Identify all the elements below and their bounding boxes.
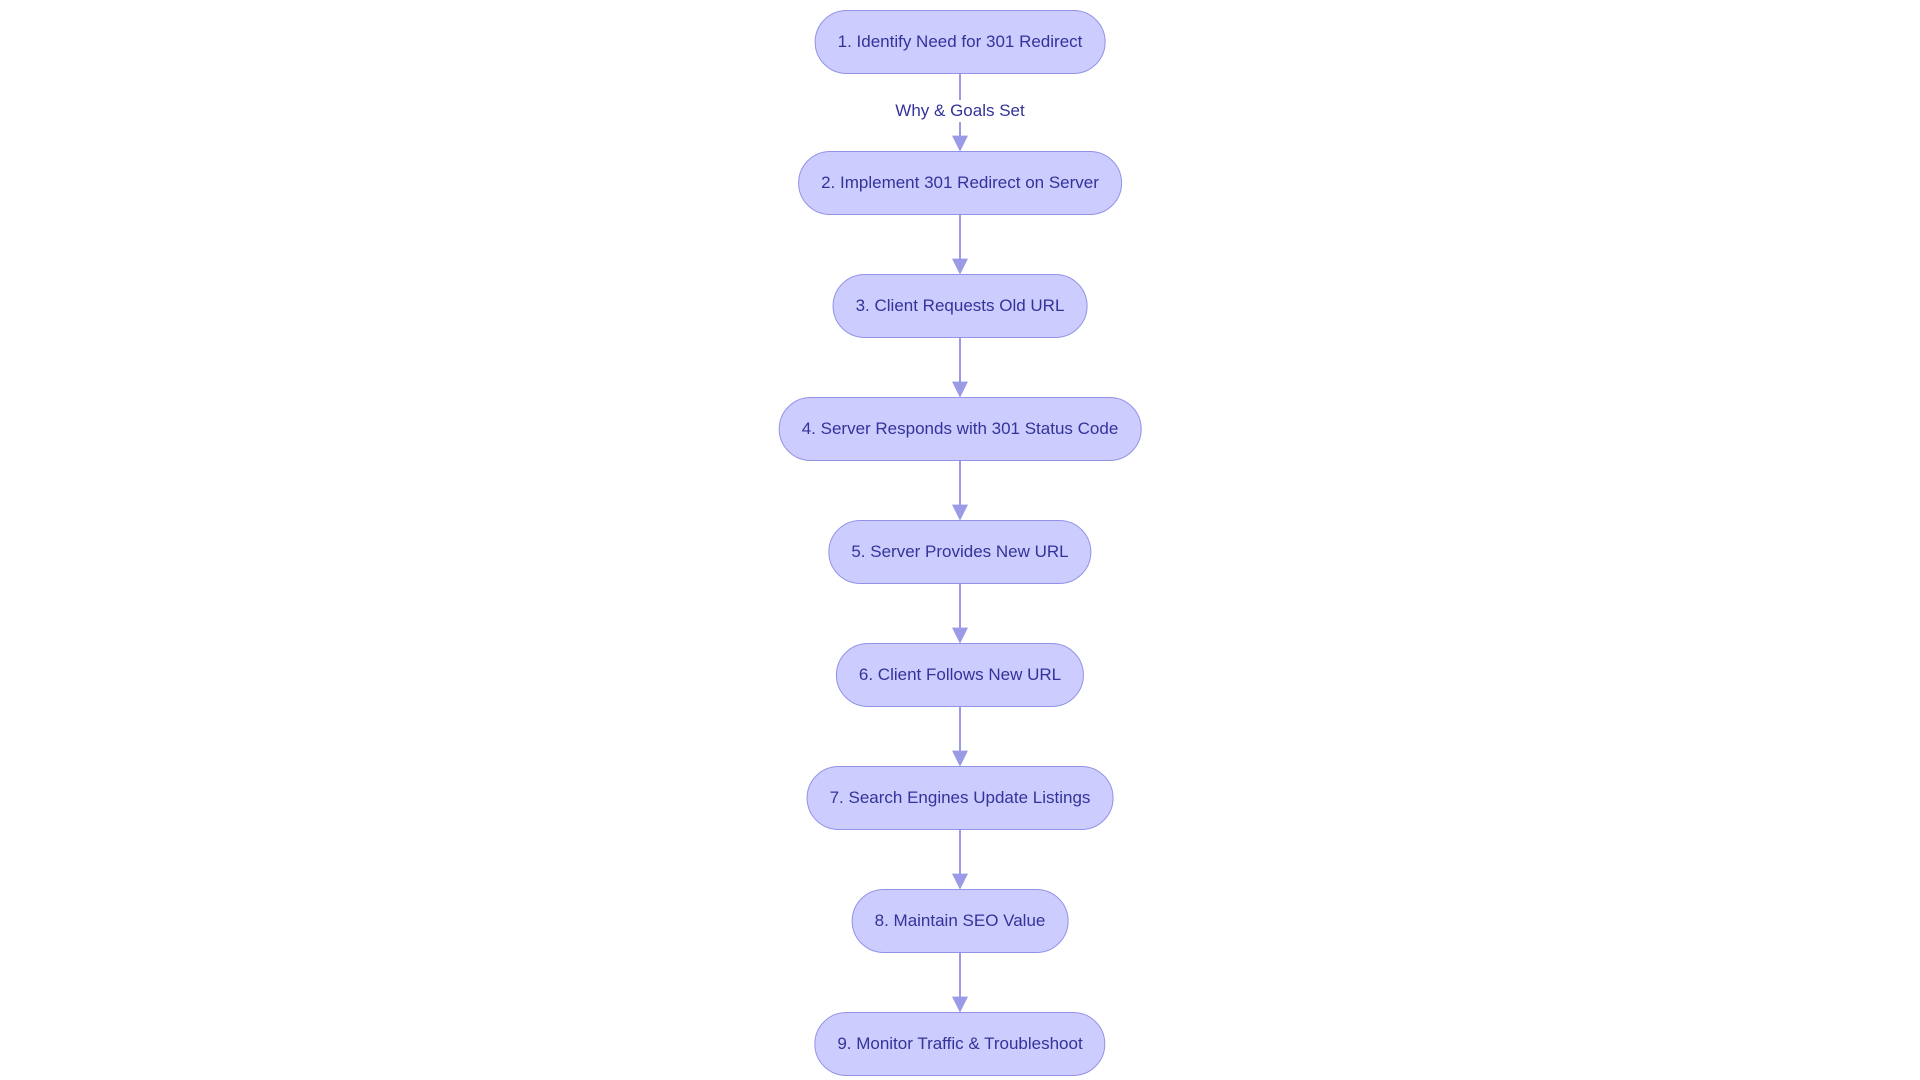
flow-step-2[interactable]: 2. Implement 301 Redirect on Server — [798, 151, 1122, 215]
flow-step-3[interactable]: 3. Client Requests Old URL — [832, 274, 1088, 338]
flow-step-5[interactable]: 5. Server Provides New URL — [828, 520, 1092, 584]
flow-step-4[interactable]: 4. Server Responds with 301 Status Code — [778, 397, 1142, 461]
flow-step-9[interactable]: 9. Monitor Traffic & Troubleshoot — [814, 1012, 1106, 1076]
flow-step-7[interactable]: 7. Search Engines Update Listings — [806, 766, 1114, 830]
flow-step-8[interactable]: 8. Maintain SEO Value — [851, 889, 1069, 953]
flow-step-1[interactable]: 1. Identify Need for 301 Redirect — [814, 10, 1106, 74]
edge-label-1-2: Why & Goals Set — [891, 100, 1029, 122]
flow-step-6[interactable]: 6. Client Follows New URL — [835, 643, 1085, 707]
